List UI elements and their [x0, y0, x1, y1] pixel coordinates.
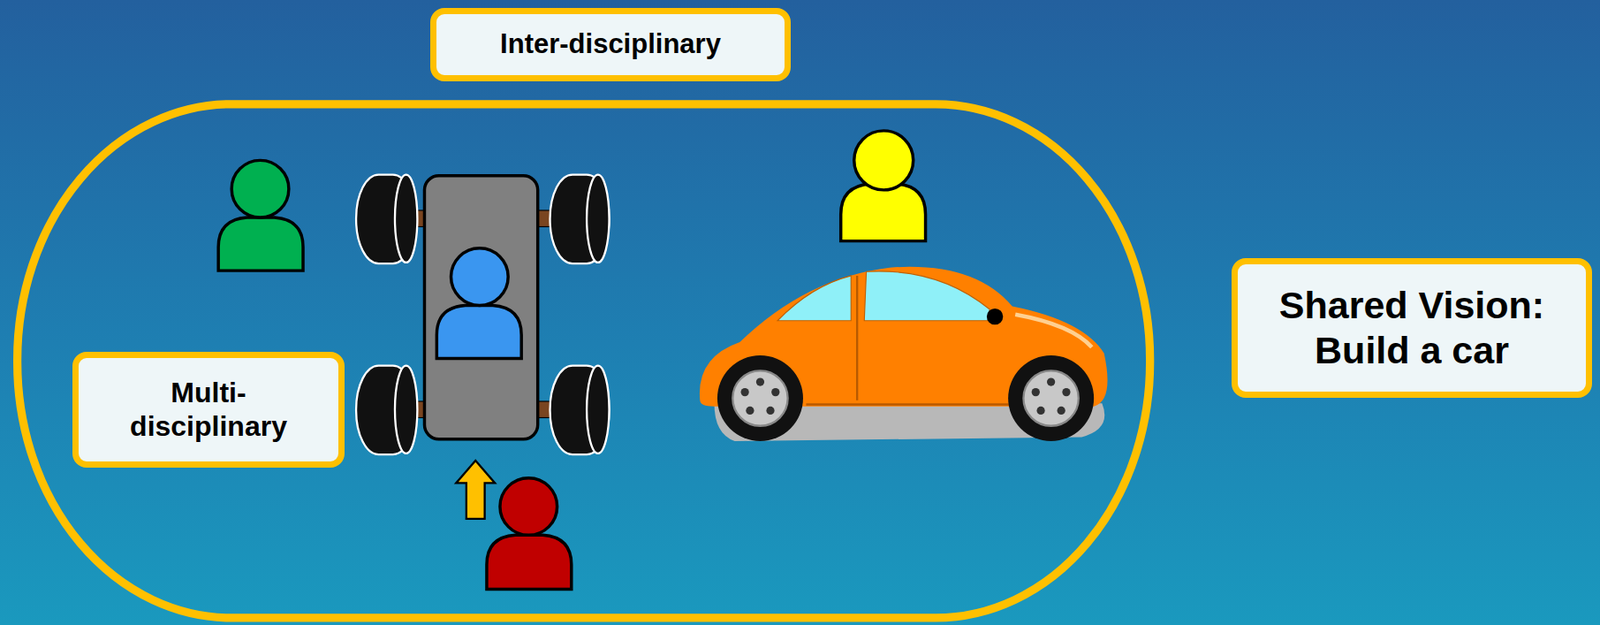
tire-rim [394, 365, 418, 454]
person-body [436, 304, 522, 358]
person-head [854, 130, 914, 190]
person-head [500, 477, 558, 536]
hubcap [1023, 370, 1078, 425]
box-text: Shared Vision: Build a car [1257, 282, 1567, 372]
label-box: Multi- disciplinary [72, 351, 345, 468]
lug-nut [765, 406, 774, 415]
sill-line [805, 402, 1010, 405]
green-person [218, 159, 304, 271]
lug-nut [745, 406, 754, 415]
up-arrow [455, 460, 495, 519]
team-boundary [17, 104, 1151, 618]
lug-nut [756, 377, 765, 386]
heading-label: Inter-disciplinary [430, 7, 791, 82]
lug-nut [771, 387, 780, 396]
chassis [424, 175, 538, 440]
text-stack: Shared Vision: Build a car [1257, 282, 1567, 372]
person-head [450, 248, 509, 306]
tire [550, 365, 610, 455]
text-stack: Multi- disciplinary [98, 376, 319, 444]
lug-nut [1046, 377, 1055, 386]
tire [550, 174, 610, 265]
person-body [218, 217, 304, 271]
person-body [486, 534, 572, 589]
car-wheel [1008, 355, 1094, 441]
lug-nut [1031, 387, 1040, 396]
wheel [550, 365, 610, 455]
lug-nut [741, 387, 750, 396]
car-highlight [1015, 314, 1092, 348]
yellow-person [841, 130, 926, 242]
tire-rim [394, 174, 418, 263]
text-stack: Inter-disciplinary [500, 28, 721, 61]
red-person [486, 477, 572, 590]
lug-nut [1036, 406, 1045, 415]
wheel [550, 174, 610, 265]
door-line [856, 275, 858, 401]
tire-rim [586, 174, 609, 263]
box-text: Inter-disciplinary [500, 28, 721, 61]
lug-nuts [741, 377, 1071, 415]
front-window [777, 275, 851, 321]
wheel [356, 174, 418, 265]
mirror [986, 308, 1003, 325]
tire-rim [586, 365, 609, 454]
person-body [841, 183, 926, 242]
car-wheel [717, 355, 804, 441]
car [699, 266, 1108, 441]
box-text: Multi- disciplinary [98, 376, 319, 444]
rear-window [864, 271, 990, 321]
blue-person [436, 248, 522, 359]
vision-box: Shared Vision: Build a car [1231, 257, 1593, 398]
wheel [356, 365, 418, 455]
hubcap [732, 370, 788, 425]
lug-nut [1061, 387, 1070, 396]
person-head [231, 159, 289, 218]
lug-nut [1057, 406, 1066, 415]
